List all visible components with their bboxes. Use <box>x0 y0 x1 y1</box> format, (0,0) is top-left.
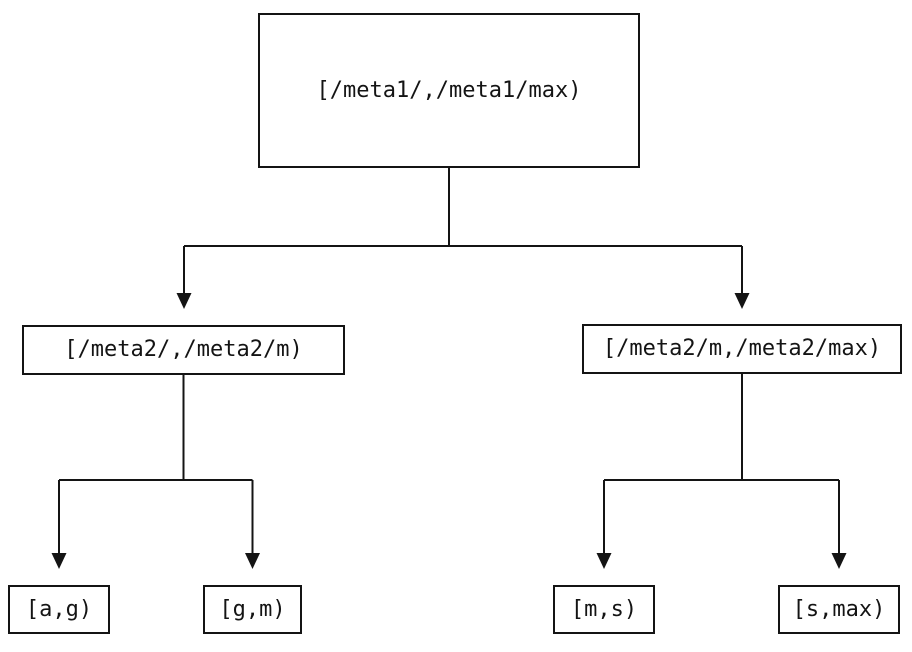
arrowhead-to-leaf-smax <box>831 553 847 569</box>
arrowhead-to-meta2-left <box>176 293 192 309</box>
node-leaf-m-s: [m,s) <box>553 585 655 634</box>
node-leaf-s-max: [s,max) <box>778 585 900 634</box>
edge-meta2-left-to-leaves <box>58 375 254 554</box>
node-label: [/meta2/m,/meta2/max) <box>602 336 882 361</box>
node-meta2-lower-range: [/meta2/,/meta2/m) <box>22 325 345 375</box>
arrowhead-to-leaf-gm <box>245 553 260 569</box>
arrowhead-to-leaf-ms <box>596 553 612 569</box>
edge-meta2-right-to-leaves <box>603 374 840 554</box>
node-leaf-a-g: [a,g) <box>8 585 110 634</box>
arrowhead-to-meta2-right <box>734 293 750 309</box>
node-label: [m,s) <box>570 596 638 622</box>
node-leaf-g-m: [g,m) <box>203 585 302 634</box>
node-label: [/meta2/,/meta2/m) <box>64 337 303 362</box>
arrowhead-to-leaf-ag <box>51 553 67 569</box>
node-label: [s,max) <box>792 596 886 622</box>
node-root-meta1-range: [/meta1/,/meta1/max) <box>258 13 640 168</box>
edge-root-to-children <box>183 168 743 294</box>
node-label: [/meta1/,/meta1/max) <box>316 77 582 103</box>
node-label: [g,m) <box>219 596 286 622</box>
node-label: [a,g) <box>25 596 93 622</box>
node-meta2-upper-range: [/meta2/m,/meta2/max) <box>582 324 902 374</box>
